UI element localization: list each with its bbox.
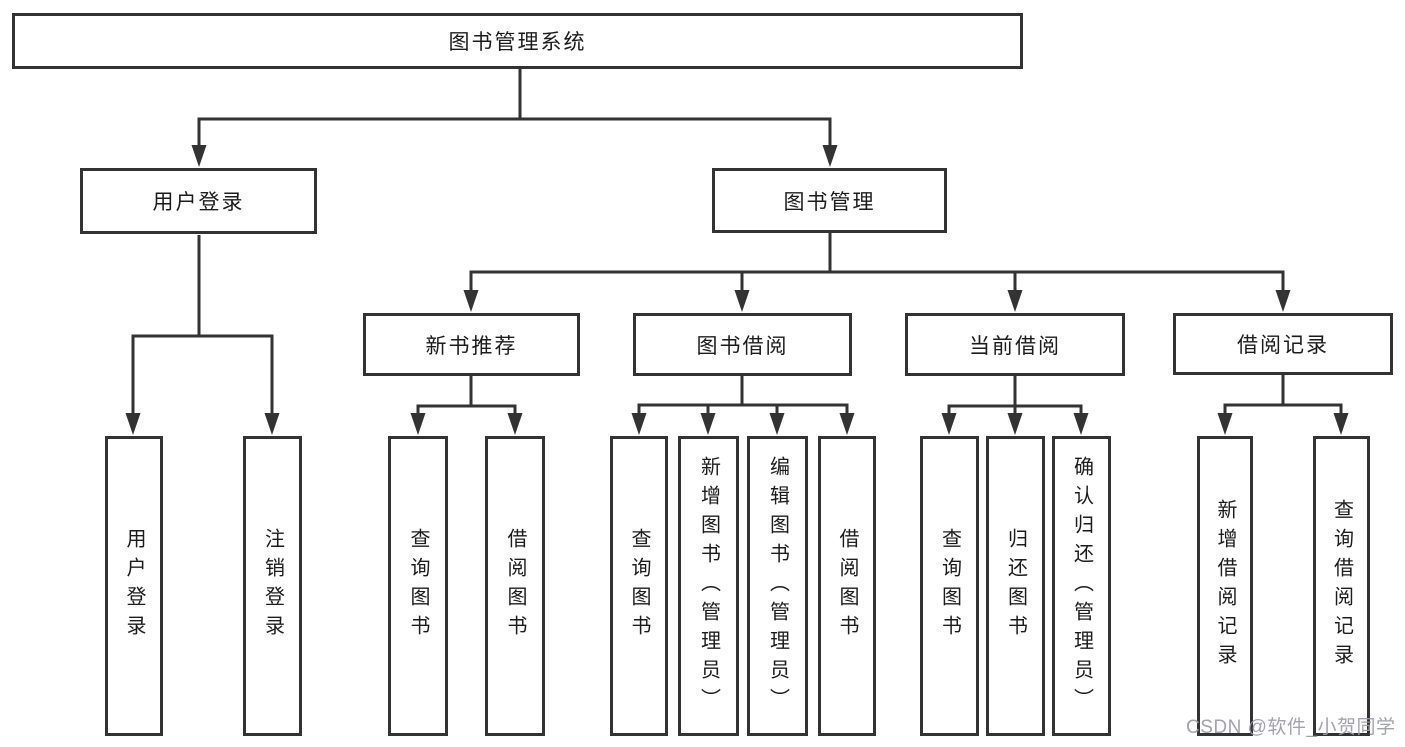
leaf-borrow-books-1-label: 借阅图书: [504, 528, 526, 644]
leaf-logout: 注销登录: [243, 436, 302, 736]
leaf-query-books-1: 查询图书: [388, 436, 448, 736]
leaf-borrow-books-2-label: 借阅图书: [836, 528, 858, 644]
node-user-login: 用户登录: [80, 168, 317, 234]
leaf-add-borrow-record: 新增借阅记录: [1197, 436, 1253, 736]
node-book-borrow: 图书借阅: [633, 313, 852, 376]
node-root-label: 图书管理系统: [448, 31, 587, 54]
leaf-confirm-return-admin-label: 确认归还（管理员）: [1070, 455, 1093, 717]
node-borrow-records-label: 借阅记录: [1237, 334, 1329, 357]
leaf-user-login-label: 用户登录: [123, 528, 145, 644]
leaf-query-books-3: 查询图书: [920, 436, 979, 736]
node-book-management-label: 图书管理: [783, 190, 876, 214]
leaf-add-books-admin: 新增图书（管理员）: [678, 436, 739, 736]
node-user-login-label: 用户登录: [152, 191, 245, 214]
leaf-query-books-1-label: 查询图书: [407, 528, 429, 644]
node-book-borrow-label: 图书借阅: [696, 334, 789, 358]
leaf-edit-books-admin: 编辑图书（管理员）: [747, 436, 808, 736]
leaf-edit-books-admin-label: 编辑图书（管理员）: [766, 455, 789, 717]
node-new-book-recommend: 新书推荐: [363, 313, 580, 376]
leaf-borrow-books-2: 借阅图书: [818, 436, 876, 736]
node-current-borrow: 当前借阅: [905, 313, 1125, 376]
watermark: CSDN @软件_小贺同学: [1186, 717, 1396, 738]
leaf-return-books: 归还图书: [986, 436, 1045, 736]
node-new-book-recommend-label: 新书推荐: [425, 334, 518, 358]
node-borrow-records: 借阅记录: [1173, 313, 1393, 375]
leaf-query-borrow-record: 查询借阅记录: [1313, 436, 1370, 736]
leaf-query-books-3-label: 查询图书: [938, 528, 961, 644]
node-book-management: 图书管理: [712, 168, 947, 233]
leaf-query-books-2-label: 查询图书: [628, 528, 650, 644]
leaf-add-books-admin-label: 新增图书（管理员）: [697, 455, 720, 717]
leaf-user-login: 用户登录: [105, 436, 163, 736]
node-root: 图书管理系统: [12, 13, 1023, 69]
leaf-query-books-2: 查询图书: [610, 436, 668, 736]
leaf-logout-label: 注销登录: [261, 528, 284, 644]
leaf-query-borrow-record-label: 查询借阅记录: [1330, 499, 1353, 673]
leaf-add-borrow-record-label: 新增借阅记录: [1214, 499, 1236, 673]
leaf-return-books-label: 归还图书: [1004, 528, 1027, 644]
node-current-borrow-label: 当前借阅: [969, 334, 1061, 358]
leaf-borrow-books-1: 借阅图书: [485, 436, 545, 736]
leaf-confirm-return-admin: 确认归还（管理员）: [1052, 436, 1111, 736]
